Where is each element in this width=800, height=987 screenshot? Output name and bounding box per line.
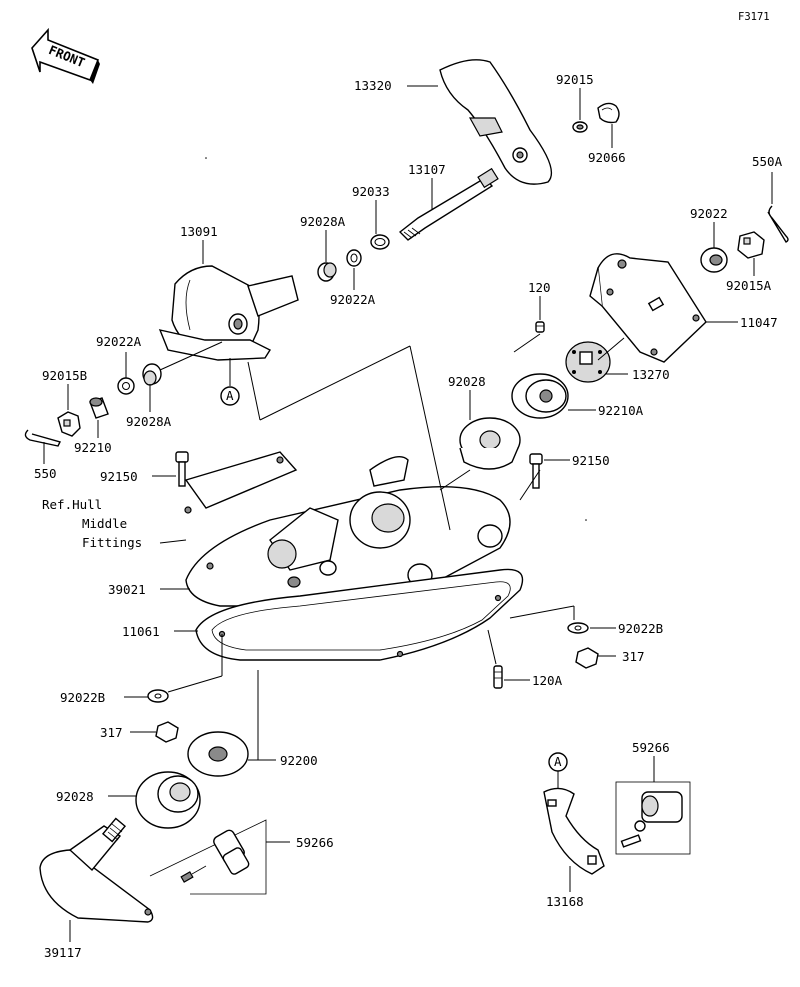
label-92033: 92033 (352, 184, 390, 199)
label-59266-left: 59266 (296, 835, 334, 850)
label-11047: 11047 (740, 315, 778, 330)
part-92028A-left-drawing (142, 363, 162, 386)
label-92028A-left: 92028A (126, 414, 172, 429)
label-13320: 13320 (354, 78, 392, 93)
ref-note-line-2: Middle (82, 516, 127, 531)
label-92022A-top: 92022A (330, 292, 376, 307)
part-92022-drawing (700, 247, 728, 273)
label-92028-bot: 92028 (56, 789, 94, 804)
part-92015A-drawing (737, 231, 765, 259)
part-92015B-drawing (57, 411, 81, 437)
label-92022B-left: 92022B (60, 690, 105, 705)
label-317-left: 317 (100, 725, 123, 740)
label-92028A-top: 92028A (300, 214, 346, 229)
label-92200: 92200 (280, 753, 318, 768)
part-92210A-drawing (511, 373, 569, 419)
part-13320-drawing (439, 59, 553, 185)
label-92022: 92022 (690, 206, 728, 221)
part-92022A-top-drawing (346, 249, 362, 267)
label-317-right: 317 (622, 649, 645, 664)
callout-a-right: A (554, 754, 562, 769)
label-120A: 120A (532, 673, 563, 688)
part-92200-drawing (187, 731, 249, 777)
label-92210: 92210 (74, 440, 112, 455)
label-92210A: 92210A (598, 403, 644, 418)
label-92150-left: 92150 (100, 469, 138, 484)
part-550A-drawing (767, 205, 789, 243)
label-120: 120 (528, 280, 551, 295)
label-550A: 550A (752, 154, 783, 169)
label-92022A-left: 92022A (96, 334, 142, 349)
part-59266-left-box (149, 819, 267, 895)
label-13107: 13107 (408, 162, 446, 177)
part-13107-drawing (398, 167, 499, 241)
part-92015-drawing (572, 121, 588, 133)
part-11061-drawing (195, 568, 524, 661)
label-92150-right: 92150 (572, 453, 610, 468)
part-92150-left-drawing (175, 451, 189, 487)
part-13270-drawing (565, 341, 611, 383)
part-92022A-left-drawing (117, 377, 135, 395)
label-550: 550 (34, 466, 57, 481)
part-92210-drawing (89, 397, 109, 419)
figure-code: F3171 (738, 11, 770, 23)
part-317-right-drawing (575, 647, 599, 669)
part-317-left-drawing (155, 721, 179, 743)
label-39117: 39117 (44, 945, 82, 960)
label-92028-mid: 92028 (448, 374, 486, 389)
part-120-drawing (535, 321, 545, 333)
part-13091-drawing (158, 265, 299, 361)
front-arrow-icon: FRONT (31, 27, 100, 84)
part-59266-right-box (615, 781, 691, 855)
part-39021-drawing (184, 451, 511, 607)
ref-note-line-1: Ref.Hull (42, 497, 102, 512)
label-92066: 92066 (588, 150, 626, 165)
part-120A-drawing (493, 665, 503, 689)
part-92028-mid-drawing (459, 417, 521, 470)
part-13168-drawing (543, 787, 605, 875)
label-39021: 39021 (108, 582, 146, 597)
callout-a-left: A (226, 388, 234, 403)
part-39117-drawing (39, 817, 154, 923)
label-13270: 13270 (632, 367, 670, 382)
part-92033-drawing (370, 234, 390, 250)
label-92015: 92015 (556, 72, 594, 87)
label-13091: 13091 (180, 224, 218, 239)
label-92015B: 92015B (42, 368, 87, 383)
label-59266-right: 59266 (632, 740, 670, 755)
part-92066-drawing (597, 102, 620, 124)
part-92028-bot-drawing (135, 771, 201, 829)
label-92015A: 92015A (726, 278, 772, 293)
label-13168: 13168 (546, 894, 584, 909)
part-11047-drawing (589, 253, 707, 363)
part-550-drawing (24, 429, 62, 447)
part-92022B-left-drawing (147, 689, 169, 703)
label-92022B-right: 92022B (618, 621, 663, 636)
label-11061: 11061 (122, 624, 160, 639)
ref-note-line-3: Fittings (82, 535, 142, 550)
part-92022B-right-drawing (567, 622, 589, 634)
part-92028A-top-drawing (317, 262, 337, 282)
